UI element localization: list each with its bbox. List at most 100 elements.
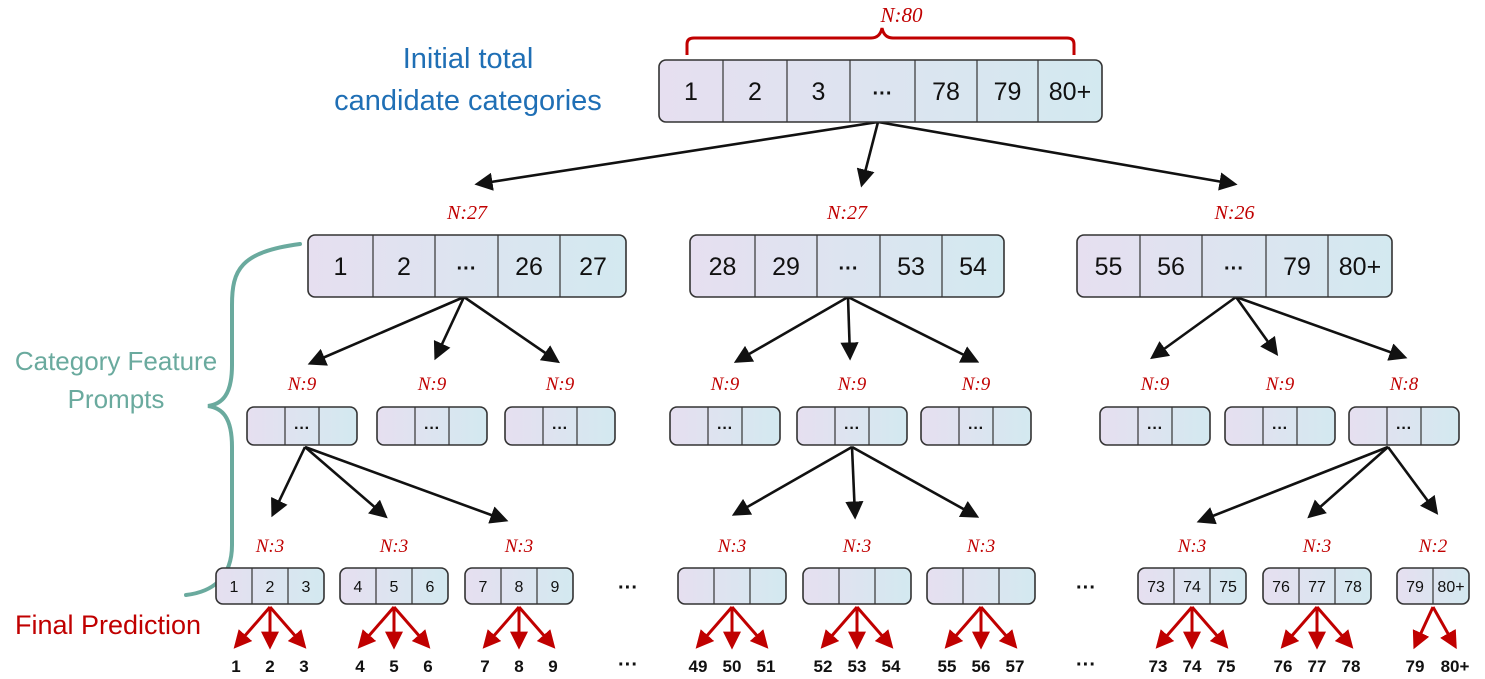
final-prediction-value: 2 bbox=[265, 657, 274, 676]
level3-box-cell: 78 bbox=[1344, 579, 1362, 596]
level2-box: ··· bbox=[246, 406, 358, 446]
final-prediction-value: 73 bbox=[1149, 657, 1168, 676]
level3-box-cell: 73 bbox=[1147, 579, 1165, 596]
level2-box: ··· bbox=[796, 406, 908, 446]
level2-box-frame bbox=[796, 406, 908, 446]
level2-count: N:9 bbox=[1265, 374, 1295, 395]
level3-box: 73 74 75 bbox=[1137, 567, 1247, 605]
level1-box-cell: ··· bbox=[457, 258, 477, 280]
level2-count: N:9 bbox=[961, 374, 991, 395]
level2-box-cell: ··· bbox=[1396, 420, 1412, 437]
level3-box-cell: 76 bbox=[1272, 579, 1290, 596]
level2-to-level3-arrow bbox=[731, 445, 853, 516]
final-prediction-arrow bbox=[268, 606, 307, 649]
level3-box-cell: 77 bbox=[1308, 579, 1326, 596]
root-box-cell: ··· bbox=[873, 83, 893, 105]
level1-count: N:27 bbox=[446, 202, 488, 224]
final-prediction-arrow bbox=[482, 606, 521, 649]
final-prediction-value: 8 bbox=[514, 657, 523, 676]
level1-to-level2-arrow bbox=[307, 295, 465, 366]
level3-count: N:3 bbox=[717, 536, 747, 557]
level3-box-frame bbox=[926, 567, 1036, 605]
final-prediction-arrow bbox=[517, 606, 556, 649]
level3-box: 76 77 78 bbox=[1262, 567, 1372, 605]
level3-box-frame bbox=[1262, 567, 1372, 605]
final-prediction-arrow bbox=[1190, 606, 1229, 649]
final-prediction-value: 76 bbox=[1274, 657, 1293, 676]
level1-box-cell: 26 bbox=[515, 253, 543, 281]
level2-box-frame bbox=[246, 406, 358, 446]
final-prediction-value: 79 bbox=[1406, 657, 1425, 676]
level2-to-level3-arrow bbox=[845, 446, 864, 520]
final-prediction-value: 52 bbox=[814, 657, 833, 676]
ellipsis-separator: ··· bbox=[618, 654, 638, 676]
level2-to-level3-arrow bbox=[1386, 446, 1439, 515]
ellipsis-separator: ··· bbox=[618, 577, 638, 599]
level3-box-cell: 74 bbox=[1183, 579, 1201, 596]
level1-to-level2-arrow bbox=[847, 295, 980, 363]
final-prediction-arrow bbox=[1412, 606, 1435, 650]
root-box-frame bbox=[658, 59, 1103, 123]
final-prediction-arrow bbox=[820, 606, 859, 649]
level3-box-frame bbox=[215, 567, 325, 605]
level2-count: N:9 bbox=[1140, 374, 1170, 395]
level1-box-cell: 56 bbox=[1157, 253, 1185, 281]
level2-box-frame bbox=[1348, 406, 1460, 446]
level3-box-cell: 1 bbox=[230, 579, 239, 596]
final-prediction-value: 54 bbox=[882, 657, 901, 676]
initial-label-line1: Initial total bbox=[403, 43, 534, 75]
final-prediction-arrow bbox=[944, 606, 983, 649]
level1-box-frame bbox=[689, 234, 1005, 298]
level2-box-cell: ··· bbox=[424, 420, 440, 437]
level3-box-frame bbox=[802, 567, 912, 605]
final-prediction-value: 77 bbox=[1308, 657, 1327, 676]
final-prediction-value: 53 bbox=[848, 657, 867, 676]
level2-box: ··· bbox=[504, 406, 616, 446]
level2-to-level3-arrow bbox=[1196, 445, 1389, 525]
final-prediction-value: 78 bbox=[1342, 657, 1361, 676]
level2-box-frame bbox=[669, 406, 781, 446]
level1-box-cell: 28 bbox=[709, 253, 737, 281]
final-prediction-value: 51 bbox=[757, 657, 776, 676]
final-prediction-value: 1 bbox=[231, 657, 240, 676]
level3-count: N:3 bbox=[504, 536, 534, 557]
final-prediction-value: 57 bbox=[1006, 657, 1025, 676]
final-prediction-value: 9 bbox=[548, 657, 557, 676]
level1-to-level2-arrow bbox=[1235, 295, 1408, 361]
level1-to-level2-arrow bbox=[840, 296, 859, 361]
level2-box: ··· bbox=[1099, 406, 1211, 446]
feature-label-line1: Category Feature bbox=[15, 346, 217, 376]
level1-box-cell: 1 bbox=[334, 253, 348, 281]
level2-box-frame bbox=[1099, 406, 1211, 446]
level3-box-frame bbox=[677, 567, 787, 605]
level1-to-level2-arrow bbox=[463, 295, 560, 364]
final-prediction-value: 75 bbox=[1217, 657, 1236, 676]
level2-count: N:8 bbox=[1389, 374, 1419, 395]
level2-box-cell: ··· bbox=[552, 420, 568, 437]
level2-count: N:9 bbox=[287, 374, 317, 395]
level3-box-cell: 3 bbox=[302, 579, 311, 596]
level3-box-frame bbox=[339, 567, 449, 605]
level2-box: ··· bbox=[669, 406, 781, 446]
level1-box-cell: 53 bbox=[897, 253, 925, 281]
level1-count: N:26 bbox=[1214, 202, 1255, 224]
level2-box: ··· bbox=[1348, 406, 1460, 446]
level3-count: N:3 bbox=[1302, 536, 1332, 557]
level3-box-cell: 9 bbox=[551, 579, 560, 596]
level3-count: N:3 bbox=[966, 536, 996, 557]
final-prediction-value: 5 bbox=[389, 657, 398, 676]
root-count: N:80 bbox=[880, 3, 924, 27]
level1-box-cell: 2 bbox=[397, 253, 411, 281]
level2-box-cell: ··· bbox=[968, 420, 984, 437]
level2-box-frame bbox=[1224, 406, 1336, 446]
level3-box-cell: 75 bbox=[1219, 579, 1237, 596]
level1-box-cell: 80+ bbox=[1339, 253, 1381, 281]
root-box-cell: 3 bbox=[812, 78, 826, 106]
final-prediction-value: 4 bbox=[355, 657, 365, 676]
